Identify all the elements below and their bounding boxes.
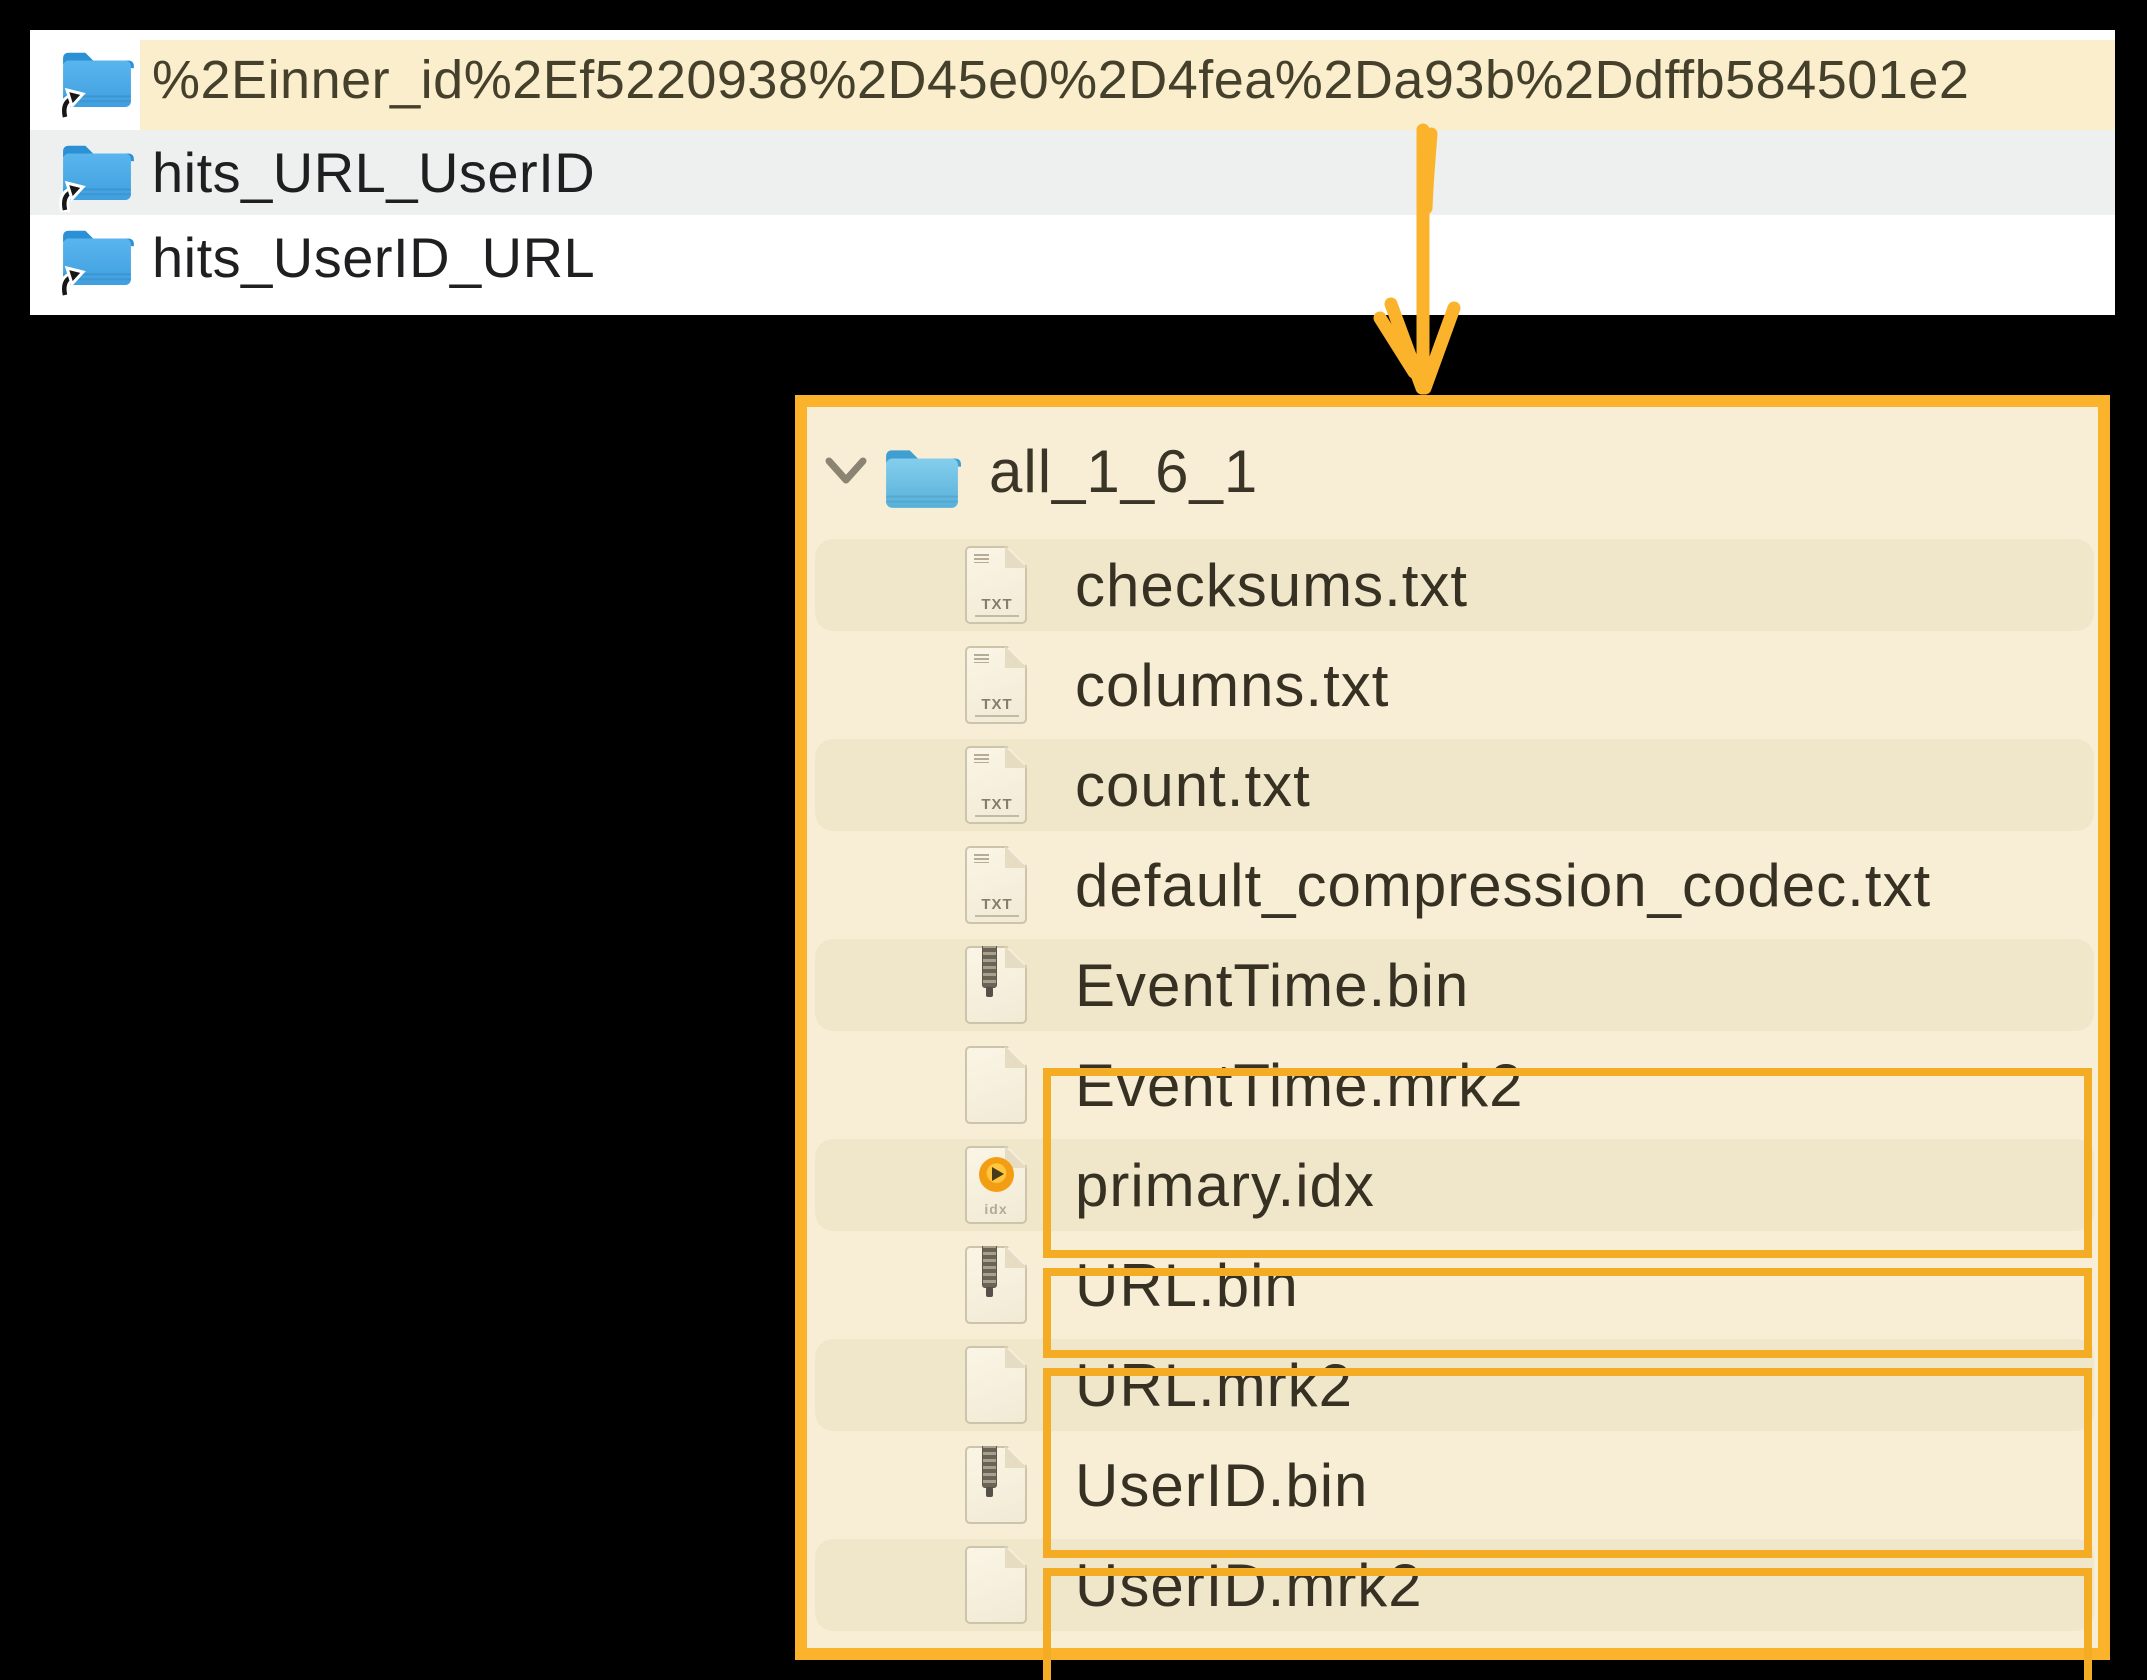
blank-file-icon: [965, 1346, 1027, 1424]
file-name: URL.mrk2: [1075, 1351, 1354, 1419]
zipper-glyph: [982, 1240, 997, 1288]
file-name: EventTime.bin: [1075, 951, 1470, 1019]
alias-arrow-badge: [59, 265, 86, 297]
highlight-box-userid: [1043, 1568, 2092, 1680]
alt-row-band: [815, 539, 2094, 631]
root-folder-name: all_1_6_1: [989, 437, 1259, 505]
folder-name: hits_URL_UserID: [152, 141, 596, 204]
file-name: checksums.txt: [1075, 551, 1469, 619]
tree-row[interactable]: TXT checksums.txt: [807, 535, 2098, 635]
tree-row[interactable]: URL.bin: [807, 1235, 2098, 1335]
blank-file-icon: [965, 1046, 1027, 1124]
alt-row-band: [815, 1139, 2094, 1231]
tree-row[interactable]: EventTime.bin: [807, 935, 2098, 1035]
txt-file-icon: TXT: [965, 546, 1027, 624]
row-highlight: [140, 40, 2115, 130]
orange-disc-glyph: [979, 1157, 1014, 1192]
file-name: columns.txt: [1075, 651, 1390, 719]
folder-name: hits_UserID_URL: [152, 226, 596, 289]
alias-folder-icon: [59, 223, 134, 297]
alt-row-band: [815, 939, 2094, 1031]
alias-arrow-badge: [59, 180, 86, 212]
finder-list-panel: %2Einner_id%2Ef5220938%2D45e0%2D4fea%2Da…: [30, 30, 2115, 315]
alt-row-band: [815, 739, 2094, 831]
zipper-glyph: [982, 1440, 997, 1488]
finder-row-inner-id[interactable]: %2Einner_id%2Ef5220938%2D45e0%2D4fea%2Da…: [30, 30, 2115, 130]
finder-row-hits-userid-url[interactable]: hits_UserID_URL: [30, 215, 2115, 300]
highlight-box-url: [1043, 1368, 2092, 1558]
highlight-box-eventtime: [1043, 1068, 2092, 1258]
file-name: URL.bin: [1075, 1251, 1299, 1319]
file-rows: TXT checksums.txt TXT columns.txt TXT co…: [807, 535, 2098, 1635]
folder-name: %2Einner_id%2Ef5220938%2D45e0%2D4fea%2Da…: [152, 50, 1970, 110]
index-file-icon: idx: [965, 1146, 1027, 1224]
annotation-arrow-down: [1373, 123, 1461, 395]
finder-row-hits-url-userid[interactable]: hits_URL_UserID: [30, 130, 2115, 215]
highlight-box-primary-idx: [1043, 1268, 2092, 1358]
tree-row[interactable]: EventTime.mrk2: [807, 1035, 2098, 1135]
file-name: primary.idx: [1075, 1151, 1375, 1219]
tree-row[interactable]: UserID.bin: [807, 1435, 2098, 1535]
alias-folder-icon: [59, 138, 134, 212]
alias-folder-icon: [59, 45, 134, 119]
zip-binary-file-icon: [965, 1446, 1027, 1524]
zipper-glyph: [982, 940, 997, 988]
file-name: UserID.mrk2: [1075, 1551, 1423, 1619]
part-directory-panel: all_1_6_1 TXT checksums.txt TXT columns.…: [795, 395, 2110, 1680]
zip-binary-file-icon: [965, 946, 1027, 1024]
blank-file-icon: [965, 1546, 1027, 1624]
tree-row[interactable]: TXT default_compression_codec.txt: [807, 835, 2098, 935]
folder-icon: [886, 450, 961, 508]
zip-binary-file-icon: [965, 1246, 1027, 1324]
txt-file-icon: TXT: [965, 746, 1027, 824]
file-name: count.txt: [1075, 751, 1311, 819]
file-name: UserID.bin: [1075, 1451, 1369, 1519]
txt-file-icon: TXT: [965, 846, 1027, 924]
file-name: default_compression_codec.txt: [1075, 851, 1932, 919]
txt-file-icon: TXT: [965, 646, 1027, 724]
tree-root-row[interactable]: all_1_6_1: [807, 407, 2098, 535]
tree-row[interactable]: idx primary.idx: [807, 1135, 2098, 1235]
tree-row[interactable]: TXT columns.txt: [807, 635, 2098, 735]
tree-row[interactable]: TXT count.txt: [807, 735, 2098, 835]
file-name: EventTime.mrk2: [1075, 1051, 1524, 1119]
alias-arrow-badge: [59, 87, 86, 119]
chevron-down-icon[interactable]: [823, 453, 869, 489]
